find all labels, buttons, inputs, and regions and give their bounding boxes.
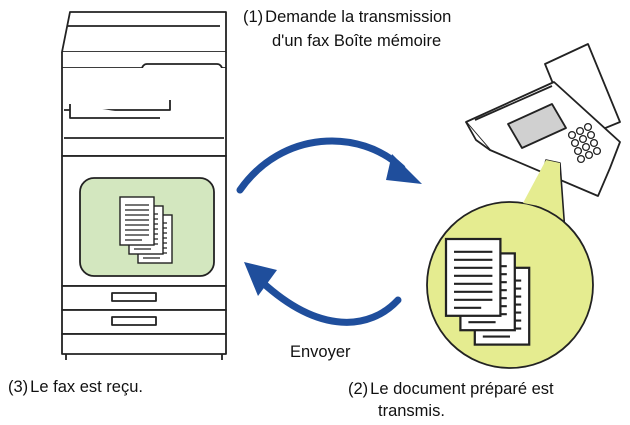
step3-label: (3)Le fax est reçu. — [8, 377, 143, 398]
step2-line2: transmis. — [378, 402, 445, 420]
step1-label: (1)Demande la transmission — [243, 7, 451, 28]
fax-keypad — [567, 122, 602, 164]
step1-number: (1) — [243, 8, 264, 26]
step3-number: (3) — [8, 378, 29, 396]
step2-line1: Le document préparé est — [370, 380, 554, 398]
step1-line1: Demande la transmission — [265, 8, 452, 26]
step2-number: (2) — [348, 380, 369, 398]
step3-line1: Le fax est reçu. — [30, 378, 143, 396]
step2-label: (2)Le document préparé est — [348, 379, 554, 400]
fax-machine-icon — [465, 43, 621, 197]
send-request-arrow — [236, 137, 422, 194]
send-label: Envoyer — [290, 343, 351, 361]
step1-line2: d'un fax Boîte mémoire — [272, 32, 442, 50]
transmit-arrow — [244, 262, 402, 326]
